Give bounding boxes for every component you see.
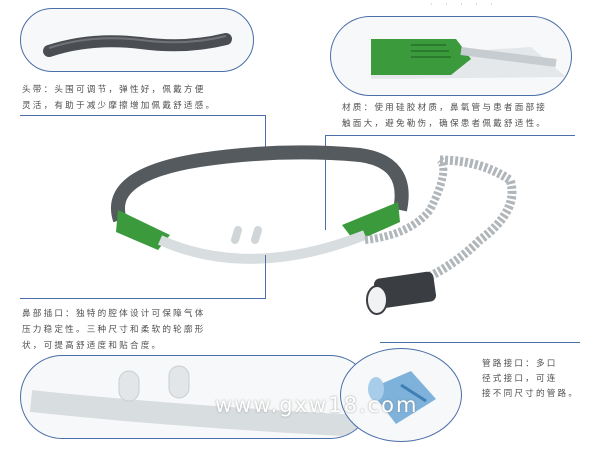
headband-detail-circle [20, 8, 254, 72]
connector-detail-image [368, 371, 436, 424]
connector-text-1: 多口 [535, 359, 558, 369]
connector-callout-line [380, 342, 580, 344]
watermark: www.gxw18.com [215, 393, 419, 417]
nasal-callout-line-vertical [265, 255, 267, 299]
headband-detail-image [43, 33, 232, 57]
connector-text-2: 径式接口，可连 [482, 374, 558, 384]
headband-text-1: 头围可调节，弹性好，佩戴方便 [54, 85, 206, 95]
material-text-1: 使用硅胶材质，鼻氧管与患者面部接 [374, 103, 548, 113]
headband-title: 头带： [22, 85, 55, 95]
material-text-2: 触面大，避免勒伤，确保患者佩戴舒适性。 [342, 119, 548, 129]
nasal-caption: 鼻部插口：独特的腔体设计可保障气体 压力稳定性。三种尺寸和柔软的轮廓形 状，可提… [22, 306, 206, 354]
nasal-text-1: 独特的腔体设计可保障气体 [75, 309, 206, 319]
nasal-text-3: 状，可提高舒适度和贴合度。 [22, 341, 163, 351]
nasal-detail-circle [20, 355, 372, 439]
headband-callout-line-vertical [265, 115, 267, 150]
material-detail-image [371, 39, 566, 79]
connector-text-3: 接不同尺寸的管路。 [482, 389, 580, 399]
nasal-cannula-main-image [111, 145, 517, 315]
material-caption: 材质：使用硅胶材质，鼻氧管与患者面部接 触面大，避免勒伤，确保患者佩戴舒适性。 [342, 100, 547, 132]
connector-title: 管路接口： [482, 359, 536, 369]
connector-detail-circle [340, 348, 462, 442]
nasal-title: 鼻部插口： [22, 309, 76, 319]
connector-caption: 管路接口：多口 径式接口，可连 接不同尺寸的管路。 [482, 357, 579, 402]
nasal-text-2: 压力稳定性。三种尺寸和柔软的轮廓形 [22, 325, 206, 335]
nasal-callout-line [20, 298, 265, 300]
material-callout-line [325, 135, 575, 137]
headband-caption: 头带：头围可调节，弹性好，佩戴方便 灵活，有助于减少摩擦增加佩戴舒适感。 [22, 82, 216, 114]
material-title: 材质： [342, 103, 375, 113]
nasal-detail-image [29, 365, 362, 437]
material-callout-line-vertical [325, 135, 327, 230]
headband-callout-line [20, 115, 265, 117]
top-decoration: · · · · · [430, 0, 498, 9]
headband-text-2: 灵活，有助于减少摩擦增加佩戴舒适感。 [22, 101, 217, 111]
material-detail-circle [330, 16, 572, 96]
